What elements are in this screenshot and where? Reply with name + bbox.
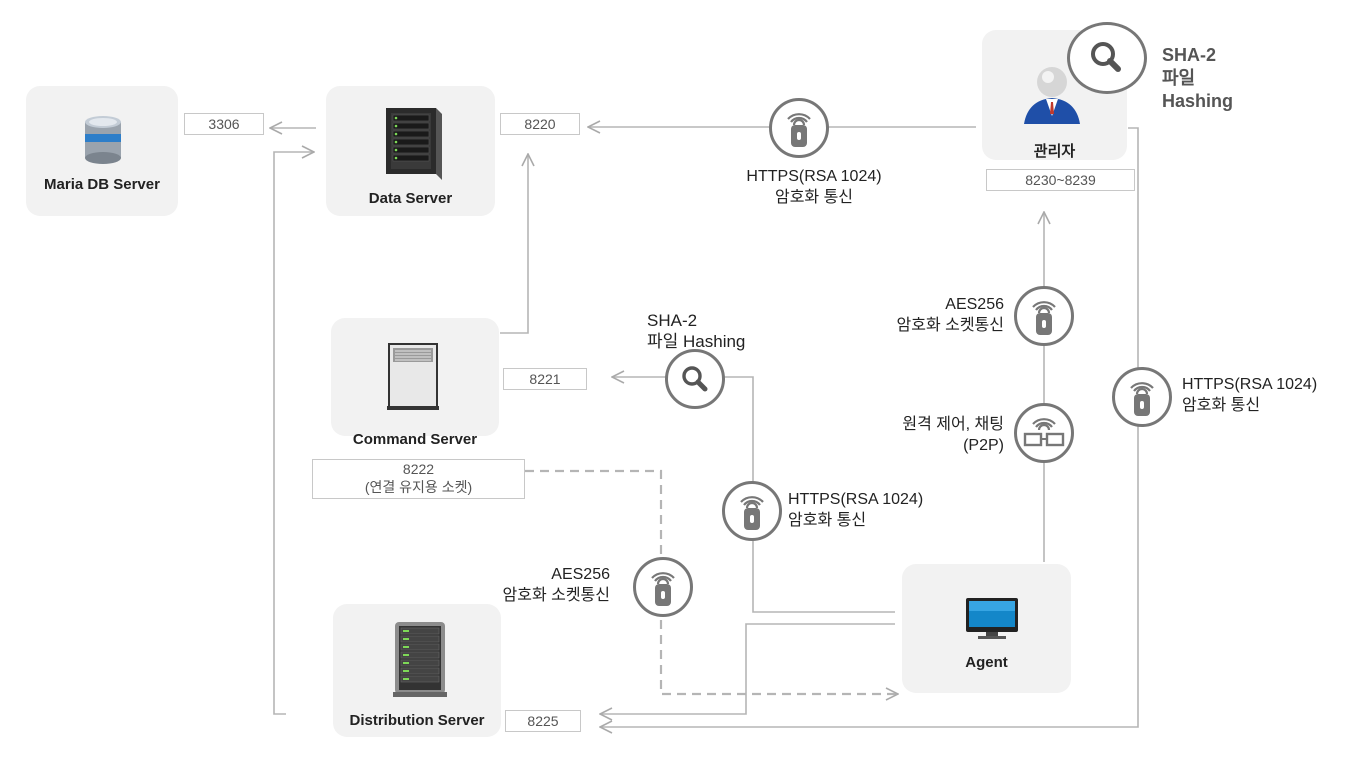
command-server-icon [387,343,439,410]
magnifier-icon [1091,42,1121,72]
https-right-caption: HTTPS(RSA 1024) 암호화 통신 [1182,374,1358,416]
secure-lock-icon [740,496,764,530]
port-8222-desc: (연결 유지용 소켓) [364,479,473,495]
remote-link-icon [1023,418,1065,447]
monitor-icon [966,598,1018,639]
agent-label: Agent [965,654,1008,671]
secure-lock-icon [787,113,811,147]
lock-badge-https-top [769,98,829,158]
hash-mid-caption-line2: 파일 Hashing [647,332,746,351]
port-3306: 3306 [184,113,264,135]
aes-right-caption: AES256 암호화 소켓통신 [842,294,1005,336]
magnifier-icon [682,366,708,392]
command-server-label: Command Server [352,431,478,448]
distribution-server-label: Distribution Server [349,712,485,729]
remote-caption-line2: (P2P) [963,437,1004,454]
port-8221: 8221 [503,368,587,390]
admin-user-icon [1024,67,1080,124]
storage-server-icon [393,622,447,697]
https-right-caption-line1: HTTPS(RSA 1024) [1182,376,1318,393]
lock-badge-aes-right [1014,286,1074,346]
remote-control-badge [1014,403,1074,463]
https-top-caption-line2: 암호화 통신 [774,189,854,206]
port-8222-number: 8222 [402,461,435,477]
data-server-node[interactable]: Data Server [326,86,495,216]
hash-badge-mid [665,349,725,409]
database-icon [85,116,121,164]
admin-hash-badge [1067,22,1147,94]
https-mid-caption: HTTPS(RSA 1024) 암호화 통신 [788,489,964,531]
agent-node[interactable]: Agent [902,564,1071,693]
https-mid-caption-line2: 암호화 통신 [788,512,867,529]
edge-dist-to-data [273,152,314,715]
command-server-node[interactable] [331,318,499,436]
aes-right-caption-line2: 암호화 소켓통신 [896,317,1005,334]
admin-hash-caption-line3: Hashing [1162,91,1234,111]
edge-admin-to-dist [600,127,1139,727]
https-top-caption-line1: HTTPS(RSA 1024) [746,168,882,185]
admin-hash-caption: SHA-2 파일 Hashing [1162,44,1233,113]
data-server-label: Data Server [368,190,453,207]
https-top-caption: HTTPS(RSA 1024) 암호화 통신 [724,166,904,208]
port-8222: 8222 (연결 유지용 소켓) [312,459,525,499]
hash-mid-caption-line1: SHA-2 [647,311,698,330]
lock-badge-https-mid [722,481,782,541]
aes-left-caption: AES256 암호화 소켓통신 [448,564,611,606]
port-8230-8239: 8230~8239 [986,169,1135,191]
edge-agent-to-dist [600,623,895,714]
mariadb-server-node[interactable]: Maria DB Server [26,86,178,216]
lock-badge-aes-left [633,557,693,617]
hash-mid-caption: SHA-2 파일 Hashing [647,310,797,352]
mariadb-label: Maria DB Server [44,176,160,193]
server-rack-icon [386,108,442,180]
lock-badge-https-right [1112,367,1172,427]
aes-left-caption-line2: 암호화 소켓통신 [502,587,611,604]
admin-hash-caption-line2: 파일 [1162,68,1196,88]
remote-caption: 원격 제어, 채팅 (P2P) [862,414,1004,456]
https-mid-caption-line1: HTTPS(RSA 1024) [788,491,924,508]
secure-lock-icon [1130,382,1154,416]
edge-command-to-data [500,154,528,334]
remote-caption-line1: 원격 제어, 채팅 [902,416,1004,433]
secure-lock-icon [651,572,675,606]
admin-hash-caption-line1: SHA-2 [1162,45,1217,65]
admin-label: 관리자 [1033,143,1076,160]
secure-lock-icon [1032,301,1056,335]
port-8220: 8220 [500,113,580,135]
aes-left-caption-line1: AES256 [551,566,610,583]
distribution-server-node[interactable]: Distribution Server [333,604,501,737]
aes-right-caption-line1: AES256 [945,296,1004,313]
https-right-caption-line2: 암호화 통신 [1182,397,1261,414]
port-8225: 8225 [505,710,581,732]
